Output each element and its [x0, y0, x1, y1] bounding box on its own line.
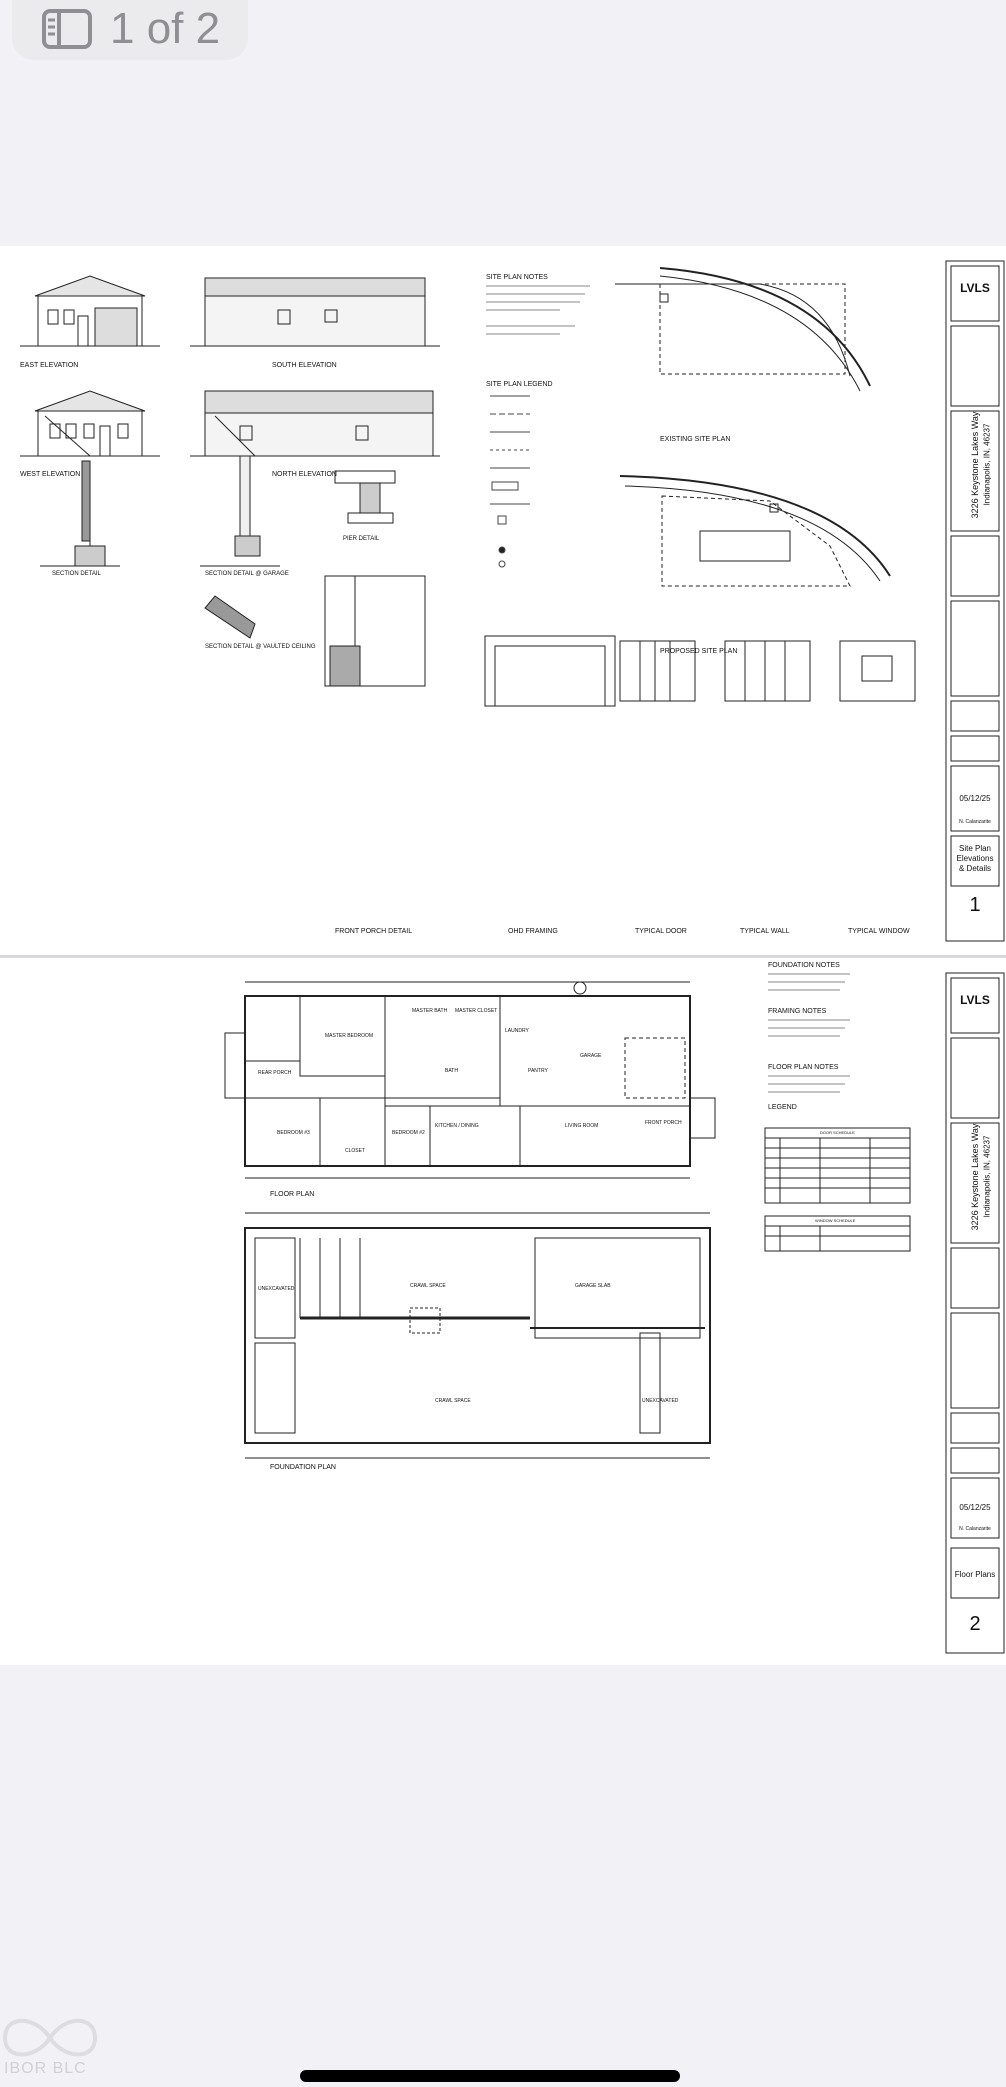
room-master-bedroom: MASTER BEDROOM	[325, 1033, 374, 1039]
typical-window-drawing	[839, 640, 916, 702]
pier-detail-label: PIER DETAIL	[343, 536, 380, 542]
ohd-framing-label: OHD FRAMING	[508, 928, 558, 935]
drawn-by: N. Calanzarite	[959, 819, 991, 825]
window-schedule-label: WINDOW SCHEDULE	[815, 1218, 856, 1223]
crawl-space-upper-label: CRAWL SPACE	[410, 1283, 446, 1289]
sidebar-icon	[42, 9, 92, 49]
window-schedule-table	[764, 1215, 911, 1252]
company-logo: LVLS	[960, 993, 990, 1007]
drawing-sheet-2[interactable]: MASTER BEDROOM MASTER BATH MASTER CLOSET…	[0, 958, 1006, 1665]
south-elevation-label: SOUTH ELEVATION	[272, 362, 337, 369]
pier-detail-drawing	[334, 470, 396, 524]
section-detail-garage-label: SECTION DETAIL @ GARAGE	[205, 571, 289, 577]
door-schedule-label: DOOR SCHEDULE	[820, 1130, 855, 1135]
infinity-logo-icon	[2, 2018, 98, 2057]
east-elevation-label: EAST ELEVATION	[20, 362, 79, 369]
company-logo: LVLS	[960, 281, 990, 295]
typical-door-drawing	[619, 640, 696, 702]
front-porch-detail-label: FRONT PORCH DETAIL	[335, 928, 413, 935]
foundation-plan-drawing	[244, 1212, 711, 1459]
drawing-sheet-1[interactable]: EAST ELEVATION SOUTH ELEVATION WEST ELEV…	[0, 246, 1006, 956]
north-elevation-label: NORTH ELEVATION	[272, 471, 337, 478]
address-line1: 3226 Keystone Lakes Way	[970, 411, 980, 519]
typical-wall-label: TYPICAL WALL	[740, 928, 790, 935]
room-bedroom-3: BEDROOM #3	[277, 1130, 310, 1136]
floor-plan-drawing	[224, 981, 716, 1179]
unexcavated-left-label: UNEXCAVATED	[258, 1286, 295, 1292]
page-indicator[interactable]: 1 of 2	[12, 0, 248, 60]
section-detail-vaulted-label: SECTION DETAIL @ VAULTED CEILING	[205, 644, 316, 650]
drawn-by: N. Calanzarite	[959, 1526, 991, 1532]
sheet-title: Site Plan Elevations & Details	[956, 844, 994, 873]
room-bath: BATH	[445, 1068, 458, 1074]
proposed-site-plan-drawing	[619, 475, 891, 587]
site-plan-legend-label: SITE PLAN LEGEND	[486, 381, 553, 388]
garage-slab-label: GARAGE SLAB	[575, 1283, 611, 1289]
watermark-text: IBOR BLC	[4, 2060, 87, 2077]
south-elevation-drawing	[190, 277, 440, 347]
sheet2-drawing	[224, 972, 1005, 1654]
room-rear-porch: REAR PORCH	[258, 1070, 292, 1076]
room-master-bath: MASTER BATH	[412, 1008, 448, 1014]
existing-site-plan-label: EXISTING SITE PLAN	[660, 436, 731, 443]
west-elevation-drawing	[20, 390, 160, 457]
address-line2: Indianapolis, IN, 46237	[982, 1135, 992, 1218]
west-elevation-label: WEST ELEVATION	[20, 471, 81, 478]
room-kitchen-dining: KITCHEN / DINING	[435, 1123, 479, 1129]
section-detail-garage-drawing	[200, 415, 280, 567]
unexcavated-right-label: UNEXCAVATED	[642, 1398, 679, 1404]
door-schedule-table	[764, 1127, 911, 1204]
existing-site-plan-drawing	[615, 267, 871, 392]
page-divider	[0, 955, 1006, 959]
proposed-site-plan-label: PROPOSED SITE PLAN	[660, 648, 738, 655]
typical-window-label: TYPICAL WINDOW	[848, 928, 910, 935]
crawl-space-lower-label: CRAWL SPACE	[435, 1398, 471, 1404]
home-indicator[interactable]	[300, 2070, 680, 2082]
typical-door-label: TYPICAL DOOR	[635, 928, 687, 935]
address-line1: 3226 Keystone Lakes Way	[970, 1123, 980, 1231]
room-living-room: LIVING ROOM	[565, 1123, 599, 1129]
sheet-number: 1	[969, 894, 981, 916]
room-pantry: PANTRY	[528, 1068, 548, 1074]
floor-plan-label: FLOOR PLAN	[270, 1191, 315, 1198]
page-indicator-label: 1 of 2	[110, 4, 221, 53]
room-master-closet: MASTER CLOSET	[455, 1008, 498, 1014]
ohd-framing-drawing	[484, 635, 616, 707]
section-detail-drawing	[40, 415, 120, 567]
sheet-title: Floor Plans	[954, 1570, 996, 1579]
typical-wall-drawing	[724, 640, 811, 702]
issue-date: 05/12/25	[959, 794, 991, 803]
north-elevation-drawing	[190, 390, 440, 457]
address-line2: Indianapolis, IN, 46237	[982, 423, 992, 506]
room-front-porch: FRONT PORCH	[645, 1120, 682, 1126]
front-porch-detail-drawing	[324, 575, 426, 687]
legend-label: LEGEND	[768, 1104, 797, 1111]
room-closet: CLOSET	[345, 1148, 366, 1154]
floor-plan-notes-label: FLOOR PLAN NOTES	[768, 1064, 839, 1071]
room-bedroom-2: BEDROOM #2	[392, 1130, 425, 1136]
site-plan-notes-label: SITE PLAN NOTES	[486, 274, 548, 281]
sheet1-drawing	[20, 260, 1005, 942]
framing-notes-label: FRAMING NOTES	[768, 1008, 827, 1015]
sheet-number: 2	[969, 1613, 981, 1635]
room-garage: GARAGE	[580, 1053, 602, 1059]
room-laundry: LAUNDRY	[505, 1028, 529, 1034]
section-detail-label: SECTION DETAIL	[52, 571, 101, 577]
issue-date: 05/12/25	[959, 1503, 991, 1512]
foundation-notes-label: FOUNDATION NOTES	[768, 962, 840, 969]
foundation-plan-label: FOUNDATION PLAN	[270, 1464, 336, 1471]
section-detail-vaulted-drawing	[204, 595, 256, 639]
east-elevation-drawing	[20, 275, 160, 347]
